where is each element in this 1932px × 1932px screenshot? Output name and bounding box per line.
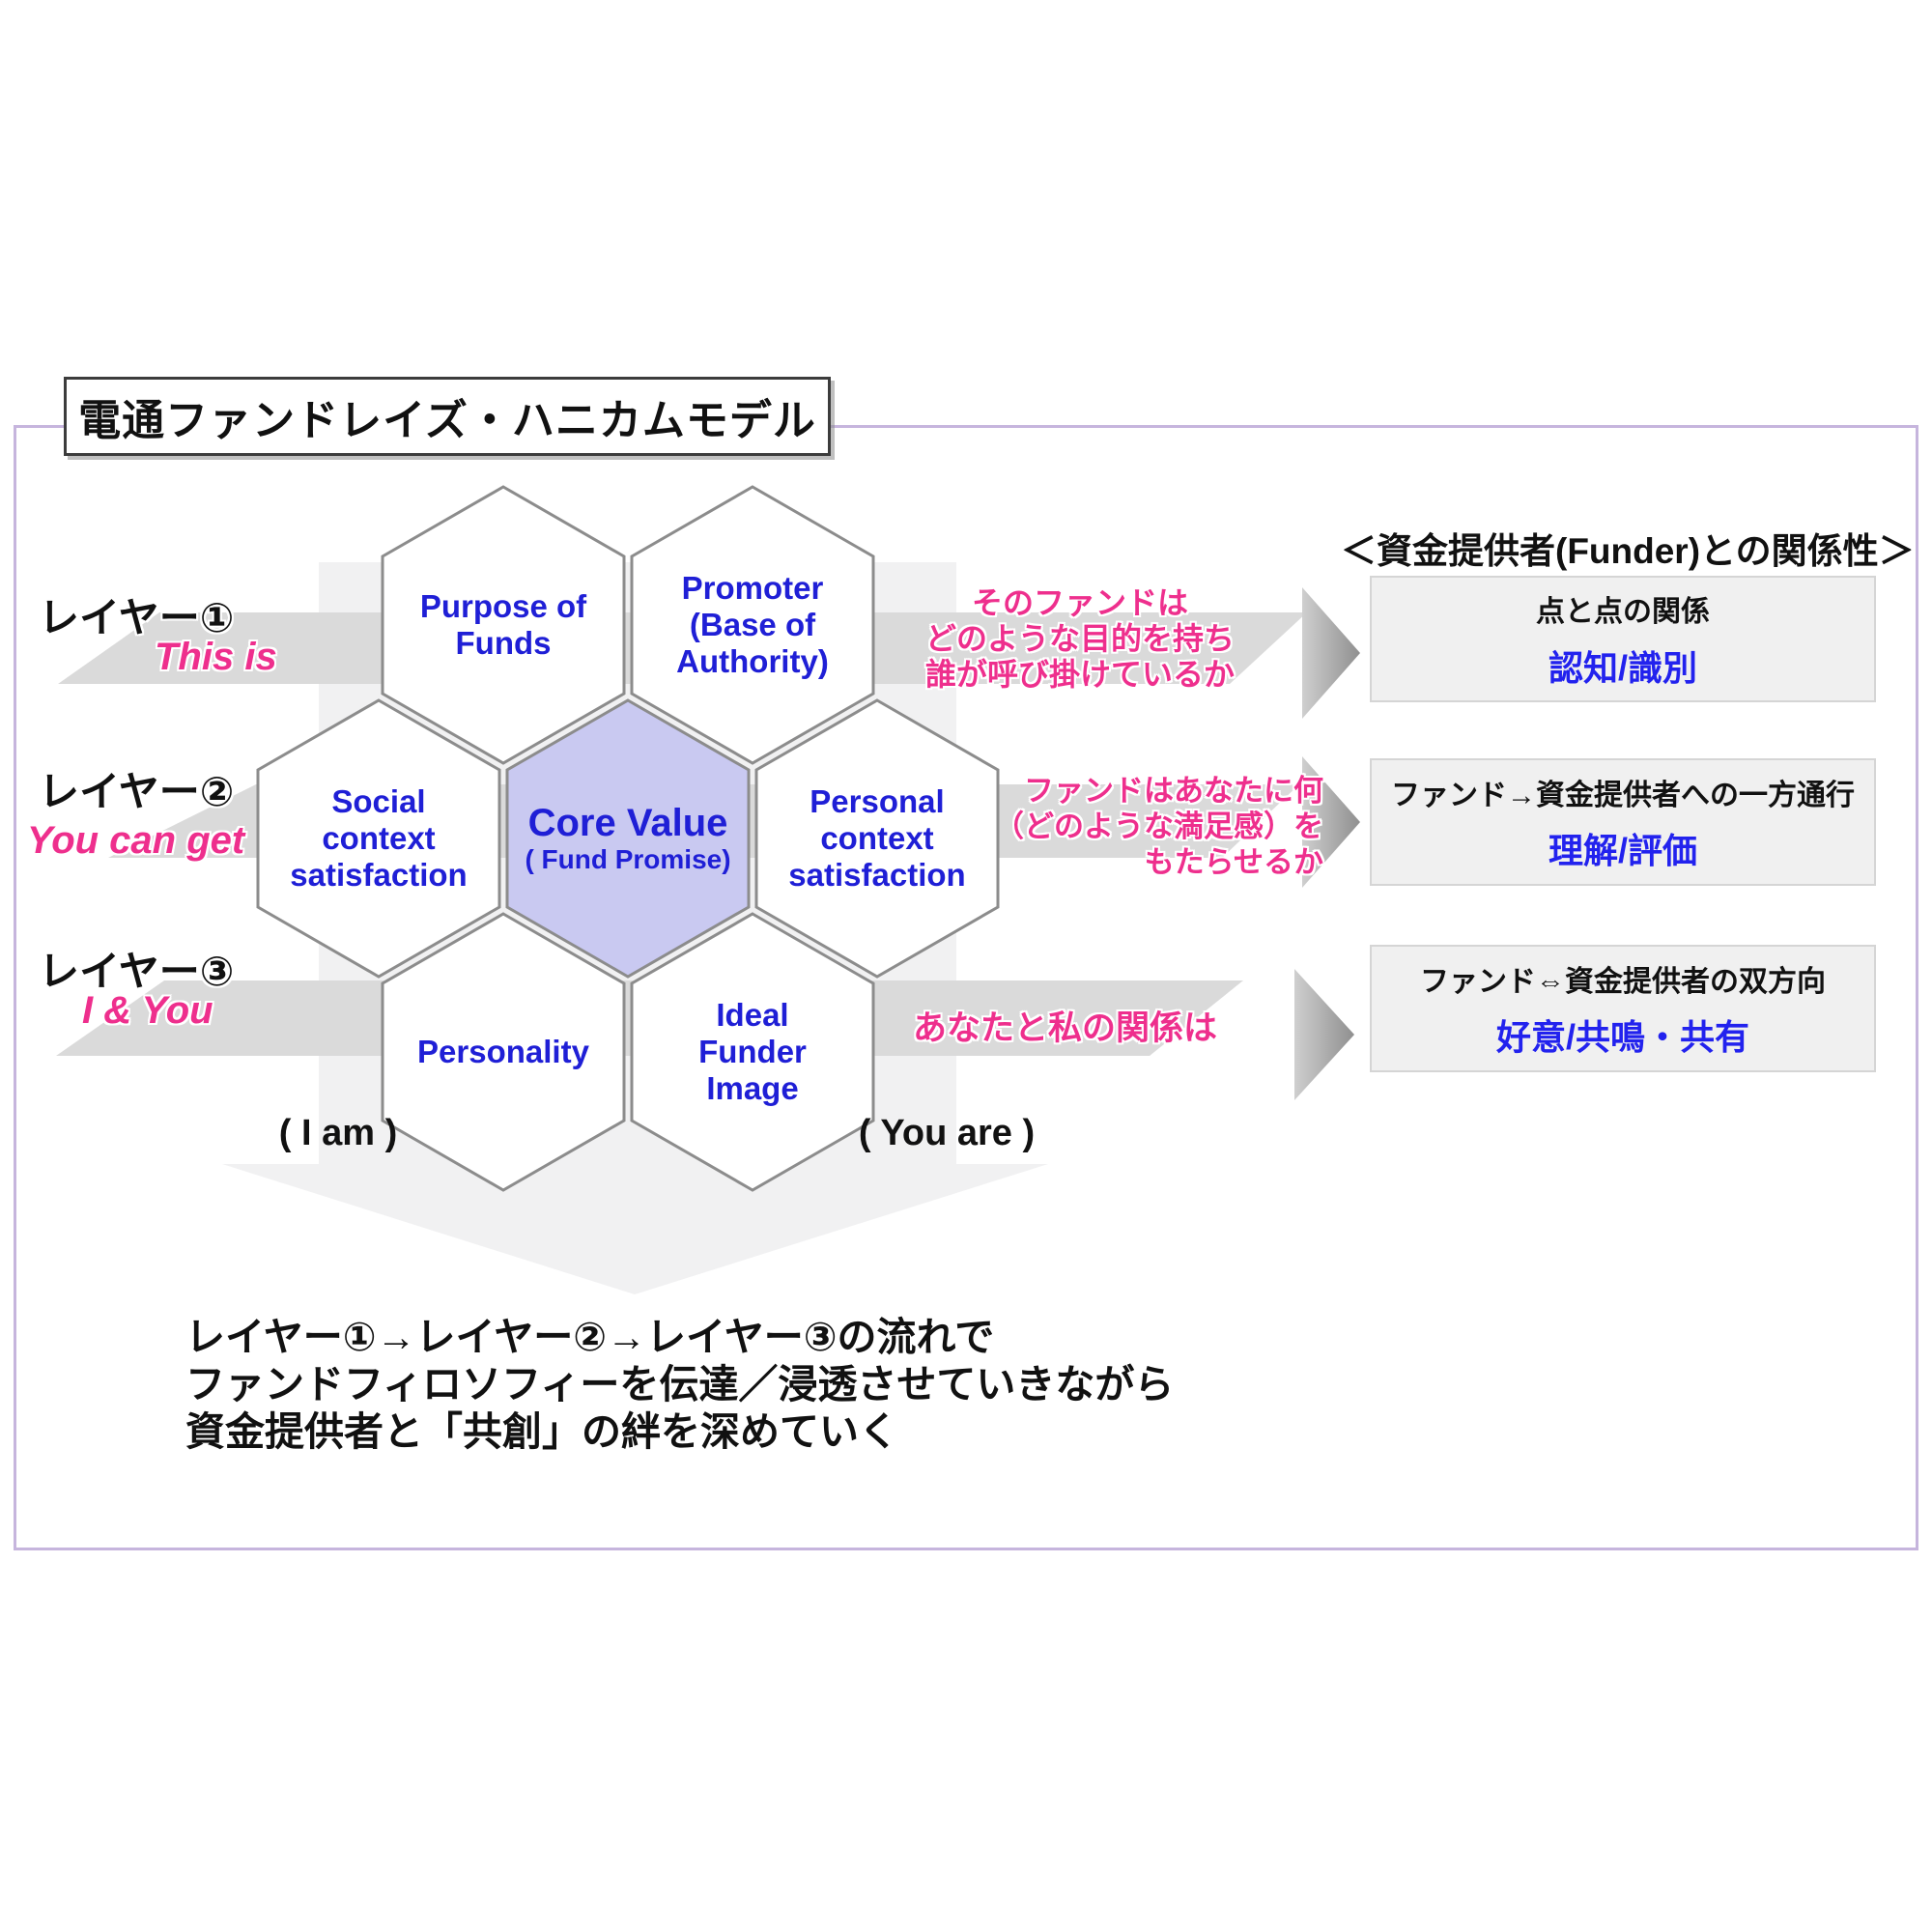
layer1-annotation: そのファンドは どのような目的を持ち 誰が呼び掛けているか bbox=[924, 585, 1235, 692]
hexagon-label-personality: Personality bbox=[417, 1034, 589, 1069]
title-box: 電通ファンドレイズ・ハニカムモデル bbox=[64, 377, 831, 456]
layer2-arrowhead-icon bbox=[1302, 756, 1360, 888]
relationship-box-1: 点と点の関係 認知/識別 bbox=[1370, 576, 1876, 702]
layer3-sublabel: I & You bbox=[82, 989, 213, 1032]
relationship-box-3-title: ファンド⇔資金提供者の双方向 bbox=[1420, 965, 1826, 998]
hexagon-purpose-of-funds bbox=[381, 485, 626, 765]
hexagon-label-core: Core Value ( Fund Promise) bbox=[502, 802, 753, 875]
hexagon-label-promoter: Promoter (Base of Authority) bbox=[676, 570, 829, 679]
core-value-subtitle: ( Fund Promise) bbox=[525, 844, 731, 874]
layer3-label: レイヤー③ bbox=[39, 949, 235, 994]
layer3-annotation: あなたと私の関係は bbox=[913, 1009, 1218, 1047]
relationship-box-1-value: 認知/識別 bbox=[1548, 647, 1697, 688]
page-title: 電通ファンドレイズ・ハニカムモデル bbox=[78, 397, 816, 444]
layer1-label: レイヤー① bbox=[39, 595, 235, 640]
layer2-annotation: ファンドはあなたに何 （どのような満足感）を もたらせるか bbox=[994, 774, 1323, 879]
core-value-title: Core Value bbox=[527, 802, 728, 844]
relationship-box-1-title: 点と点の関係 bbox=[1536, 596, 1710, 629]
relationship-box-3: ファンド⇔資金提供者の双方向 好意/共鳴・共有 bbox=[1370, 945, 1876, 1072]
hexagon-promoter bbox=[630, 485, 875, 765]
hexagon-personal-context bbox=[754, 698, 1000, 979]
relationship-box-3-value: 好意/共鳴・共有 bbox=[1495, 1017, 1749, 1058]
hexagon-social-context bbox=[256, 698, 501, 979]
bottom-summary-text: レイヤー①→レイヤー②→レイヤー③の流れで ファンドフィロソフィーを伝達／浸透さ… bbox=[185, 1315, 1175, 1454]
you-are-caption: ( You are ) bbox=[858, 1113, 1036, 1153]
relationship-box-2: ファンド→資金提供者への一方通行 理解/評価 bbox=[1370, 758, 1876, 886]
hexagon-label-ideal: Ideal Funder Image bbox=[698, 997, 807, 1106]
layer1-arrowhead-icon bbox=[1302, 587, 1360, 719]
layer3-arrowhead-icon bbox=[1294, 969, 1354, 1100]
relationship-box-2-title: ファンド→資金提供者への一方通行 bbox=[1391, 779, 1855, 811]
outer-frame bbox=[14, 425, 1918, 1550]
layer1-sublabel: This is bbox=[155, 636, 277, 678]
hexagon-core-value bbox=[505, 698, 751, 979]
layer2-label: レイヤー② bbox=[39, 769, 235, 814]
hexagon-label-personal: Personal context satisfaction bbox=[788, 783, 966, 893]
funder-relationship-header: ＜資金提供者(Funder)との関係性＞ bbox=[1341, 531, 1915, 571]
hexagon-personality bbox=[381, 912, 626, 1192]
hexagon-label-purpose: Purpose of Funds bbox=[419, 588, 587, 661]
hexagon-ideal-funder-image bbox=[630, 912, 875, 1192]
hexagon-label-social: Social context satisfaction bbox=[290, 783, 468, 893]
i-am-caption: ( I am ) bbox=[278, 1113, 398, 1153]
layer2-sublabel: You can get bbox=[27, 819, 245, 862]
relationship-box-2-value: 理解/評価 bbox=[1548, 831, 1697, 871]
